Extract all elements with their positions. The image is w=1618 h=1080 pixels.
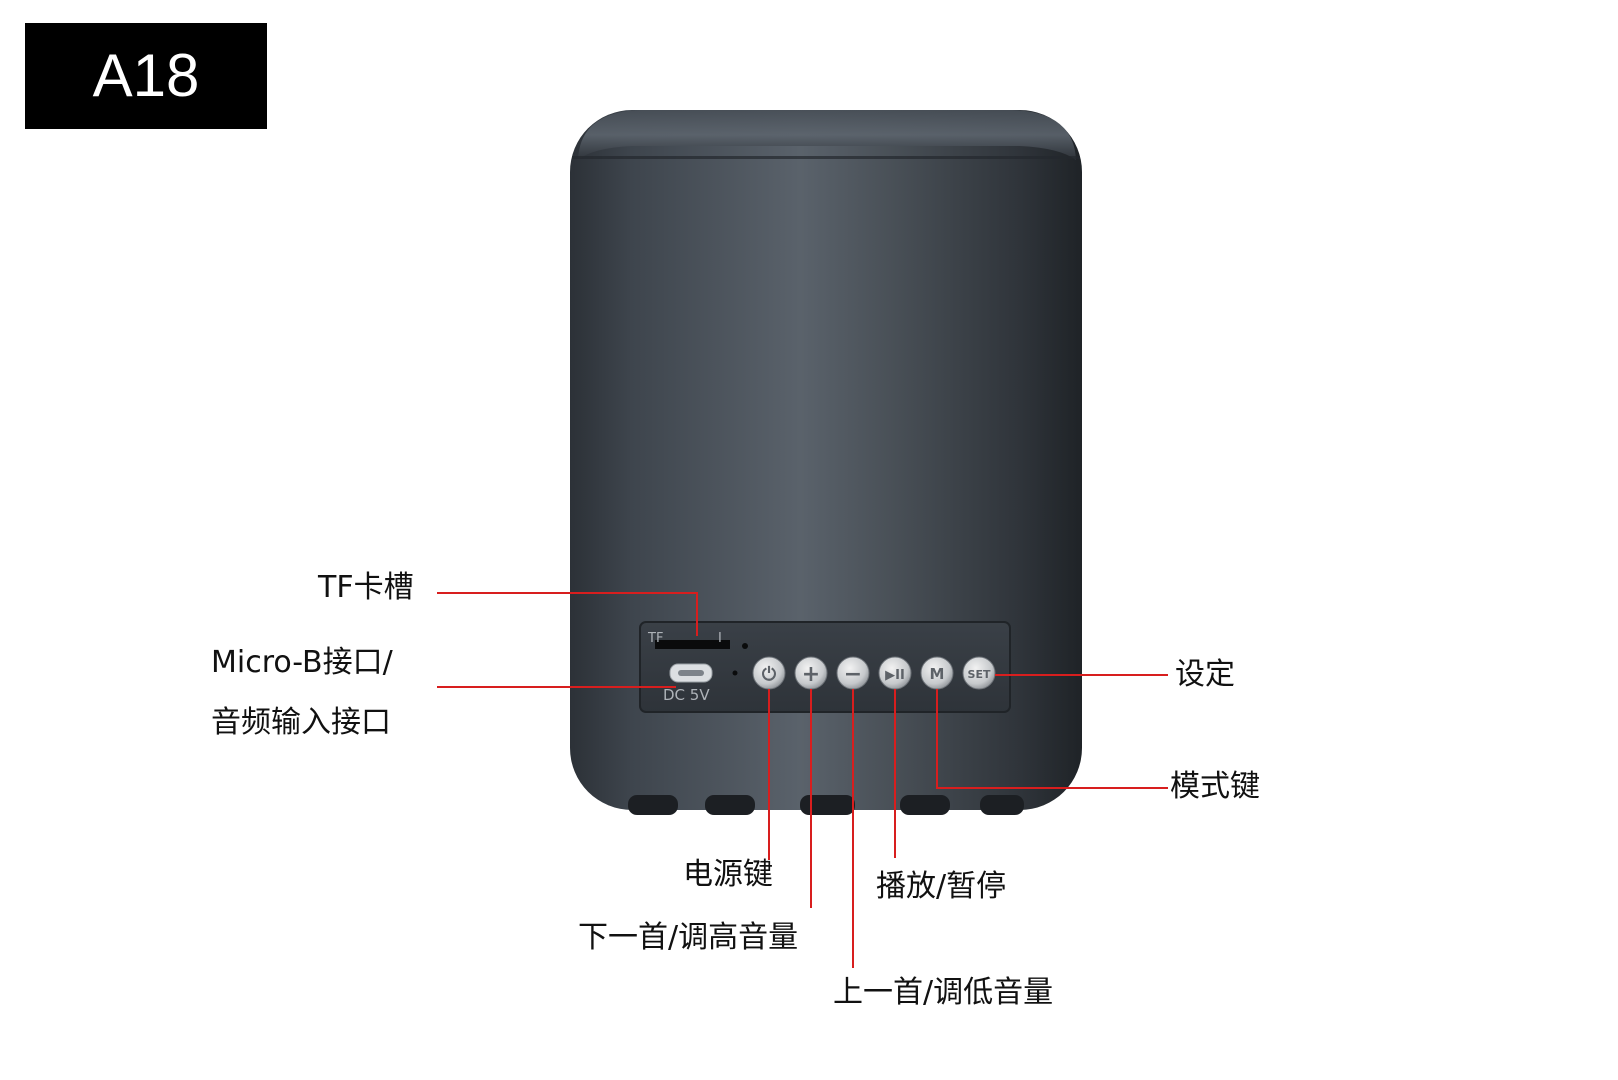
power-button[interactable]: ⏻ [752,656,786,690]
set-button[interactable]: SET [962,656,996,690]
slot-tag-right: I [718,631,722,646]
mic-hole [742,643,748,649]
model-title: A18 [25,23,267,129]
indicator-dot [732,670,738,676]
prev-volume-down-label: 上一首/调低音量 [833,975,1054,1010]
tf-card-slot[interactable] [655,640,730,649]
play-pause-icon: ▶II [885,668,905,683]
bottom-vents [628,795,1024,815]
leader-lines [437,592,1168,968]
set-label: 设定 [1175,657,1235,692]
plus-icon: + [802,662,820,687]
tf-slot-leader [437,592,698,636]
play-pause-button[interactable]: ▶II [878,656,912,690]
volume-up-button[interactable]: + [794,656,828,690]
tf-slot-label: TF卡槽 [318,570,414,605]
micro-b-label-line1: Micro-B接口/ [211,645,393,680]
mode-label: 模式键 [1170,769,1260,804]
minus-icon: − [844,662,862,687]
set-icon: SET [968,668,991,681]
buttons-row: ⏻ + − ▶II M SET [752,656,996,690]
micro-b-label-line2: 音频输入接口 [211,705,391,740]
next-volume-up-label: 下一首/调高音量 [578,920,799,955]
mode-leader [936,689,1168,789]
port-voltage-label: DC 5V [663,686,710,704]
volume-down-button[interactable]: − [836,656,870,690]
play-pause-label: 播放/暂停 [876,869,1007,904]
mode-icon: M [930,665,945,683]
mode-button[interactable]: M [920,656,954,690]
power-label: 电源键 [683,857,773,892]
power-icon: ⏻ [762,664,777,685]
tf-slot-tag: TF [647,631,663,646]
